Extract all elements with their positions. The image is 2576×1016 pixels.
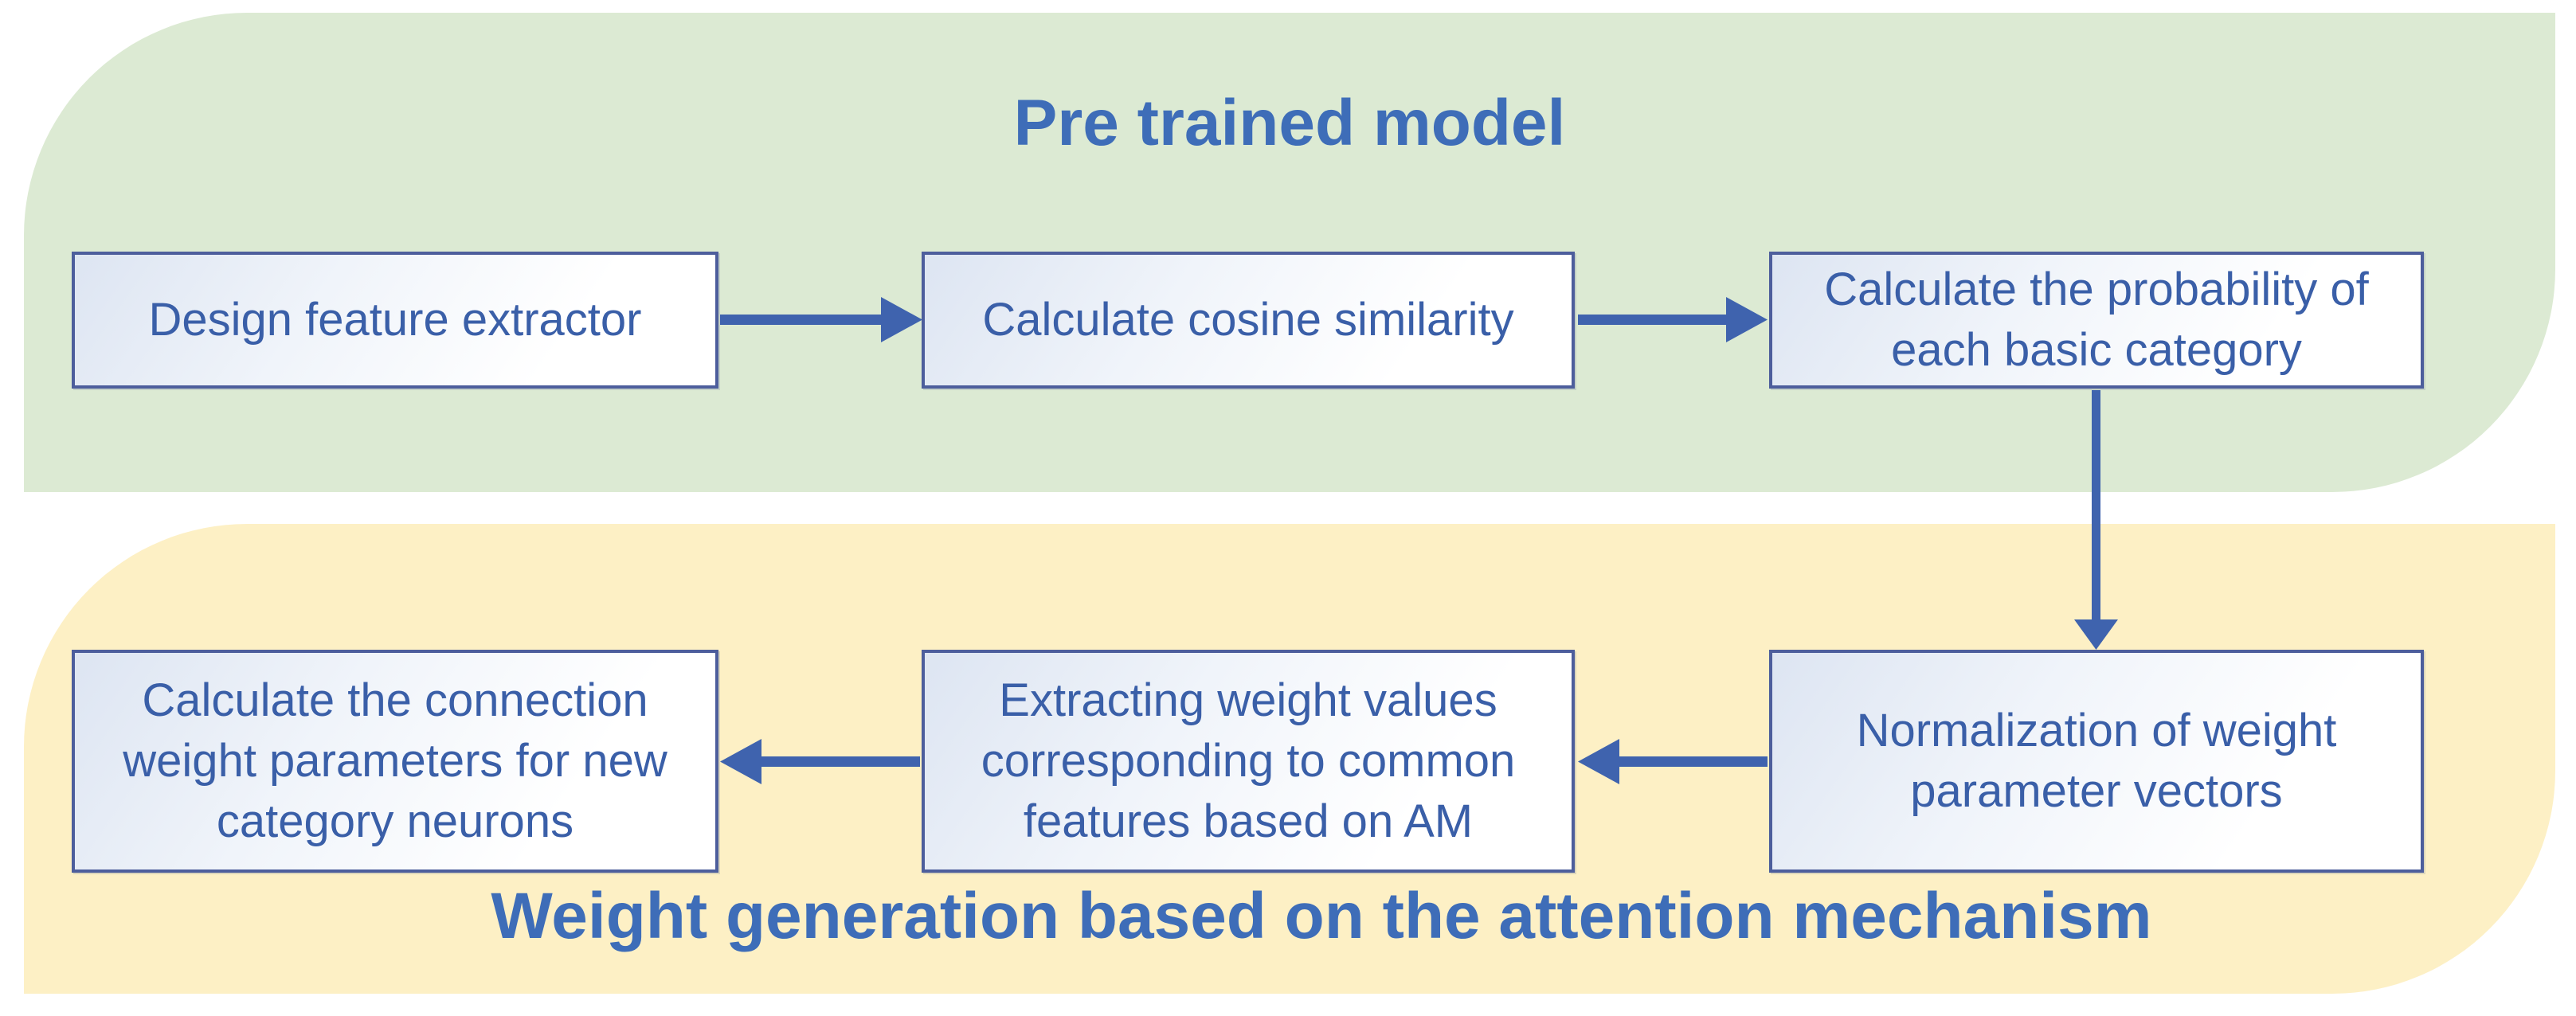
flow-box-extracting-weight-values: Extracting weight values corresponding t…: [922, 650, 1575, 873]
flow-box-calculate-cosine-similarity: Calculate cosine similarity: [922, 252, 1575, 389]
pretrained-model-title: Pre trained model: [1013, 87, 1566, 159]
flow-box-calculate-probability: Calculate the probability of each basic …: [1769, 252, 2424, 389]
flow-box-normalization-weight-vectors: Normalization of weight parameter vector…: [1769, 650, 2424, 873]
flow-box-design-feature-extractor: Design feature extractor: [72, 252, 718, 389]
flow-box-connection-weight-parameters: Calculate the connection weight paramete…: [72, 650, 718, 873]
weight-generation-title: Weight generation based on the attention…: [491, 880, 2152, 952]
